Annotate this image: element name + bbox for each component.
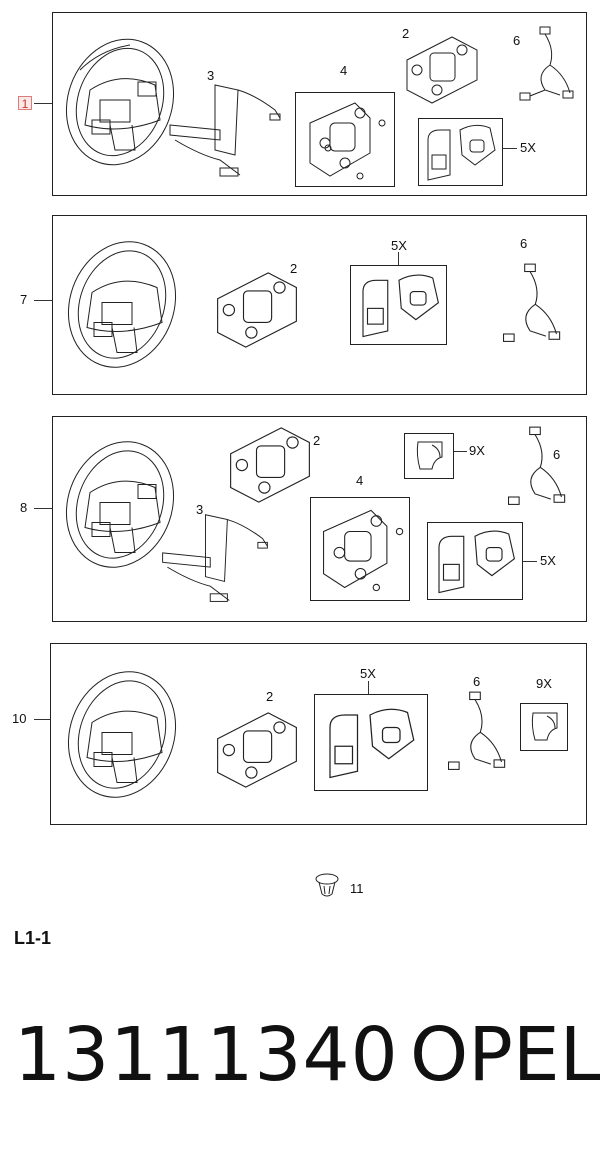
subassembly-box-5x	[427, 522, 523, 600]
subassembly-box-9x	[404, 433, 454, 479]
trim-cover-illustration	[531, 712, 558, 741]
switch-bezel-illustration	[309, 102, 386, 180]
row-label-10: 10	[12, 711, 27, 726]
control-switch-pair-illustration	[427, 124, 496, 181]
item-label-5x: 5X	[520, 140, 536, 155]
brand-name: OPEL	[410, 1012, 600, 1098]
item-label-6: 6	[520, 236, 528, 251]
item-label-2: 2	[313, 433, 321, 448]
row-label-7: 7	[20, 292, 28, 307]
subassembly-box-4	[295, 92, 395, 187]
item-label-9x: 9X	[536, 676, 552, 691]
leader-line	[34, 103, 52, 104]
bracket-harness-illustration	[162, 514, 268, 602]
item-label-11: 11	[350, 881, 364, 896]
item-label-4: 4	[340, 63, 348, 78]
wiring-harness-illustration	[503, 263, 561, 342]
item-label-3: 3	[207, 68, 215, 83]
wiring-harness-illustration	[519, 26, 574, 101]
panel-variant-1	[52, 12, 587, 196]
trim-cover-illustration	[416, 441, 443, 470]
leader-line	[34, 300, 52, 301]
item-label-2: 2	[402, 26, 410, 41]
steering-wheel-illustration	[65, 38, 175, 166]
clip-fastener-illustration	[315, 873, 339, 897]
wiring-harness-illustration	[508, 426, 566, 505]
airbag-housing-illustration	[406, 36, 478, 104]
leader-line	[454, 451, 467, 452]
subassembly-box-5x	[418, 118, 503, 186]
leader-line	[398, 252, 399, 266]
subassembly-box-5x	[314, 694, 428, 791]
wiring-harness-illustration	[448, 691, 506, 770]
leader-line	[368, 681, 369, 695]
diagram-code: L1-1	[14, 928, 52, 948]
subassembly-box-9x	[520, 703, 568, 751]
item-label-6: 6	[513, 33, 521, 48]
leader-line	[503, 148, 517, 149]
item-label-6: 6	[553, 447, 561, 462]
callout-item-1[interactable]: 1	[18, 96, 32, 111]
steering-wheel-illustration	[67, 671, 177, 798]
item-label-4: 4	[356, 473, 364, 488]
item-label-2: 2	[290, 261, 298, 276]
part-number: 13111340	[14, 1012, 399, 1098]
control-switch-pair-illustration	[329, 708, 415, 779]
leader-line	[34, 719, 50, 720]
item-label-3: 3	[196, 502, 204, 517]
item-label-5x: 5X	[391, 238, 407, 253]
panel-variant-7	[52, 215, 587, 395]
airbag-housing-illustration	[217, 712, 297, 788]
panel-variant-8	[52, 416, 587, 622]
switch-bezel-illustration	[323, 509, 404, 592]
item-label-9x: 9X	[469, 443, 485, 458]
control-switch-pair-illustration	[362, 274, 440, 338]
bracket-harness-illustration	[169, 84, 281, 177]
subassembly-box-4	[310, 497, 410, 601]
airbag-housing-illustration	[230, 427, 310, 503]
leader-line	[523, 561, 537, 562]
steering-wheel-illustration	[67, 241, 177, 368]
item-label-6: 6	[473, 674, 481, 689]
item-label-2: 2	[266, 689, 274, 704]
control-switch-pair-illustration	[438, 530, 516, 594]
item-label-5x: 5X	[360, 666, 376, 681]
leader-line	[34, 508, 52, 509]
row-label-8: 8	[20, 500, 28, 515]
item-label-5x: 5X	[540, 553, 556, 568]
airbag-housing-illustration	[217, 272, 297, 348]
steering-wheel-illustration	[65, 441, 175, 568]
subassembly-box-5x	[350, 265, 447, 345]
